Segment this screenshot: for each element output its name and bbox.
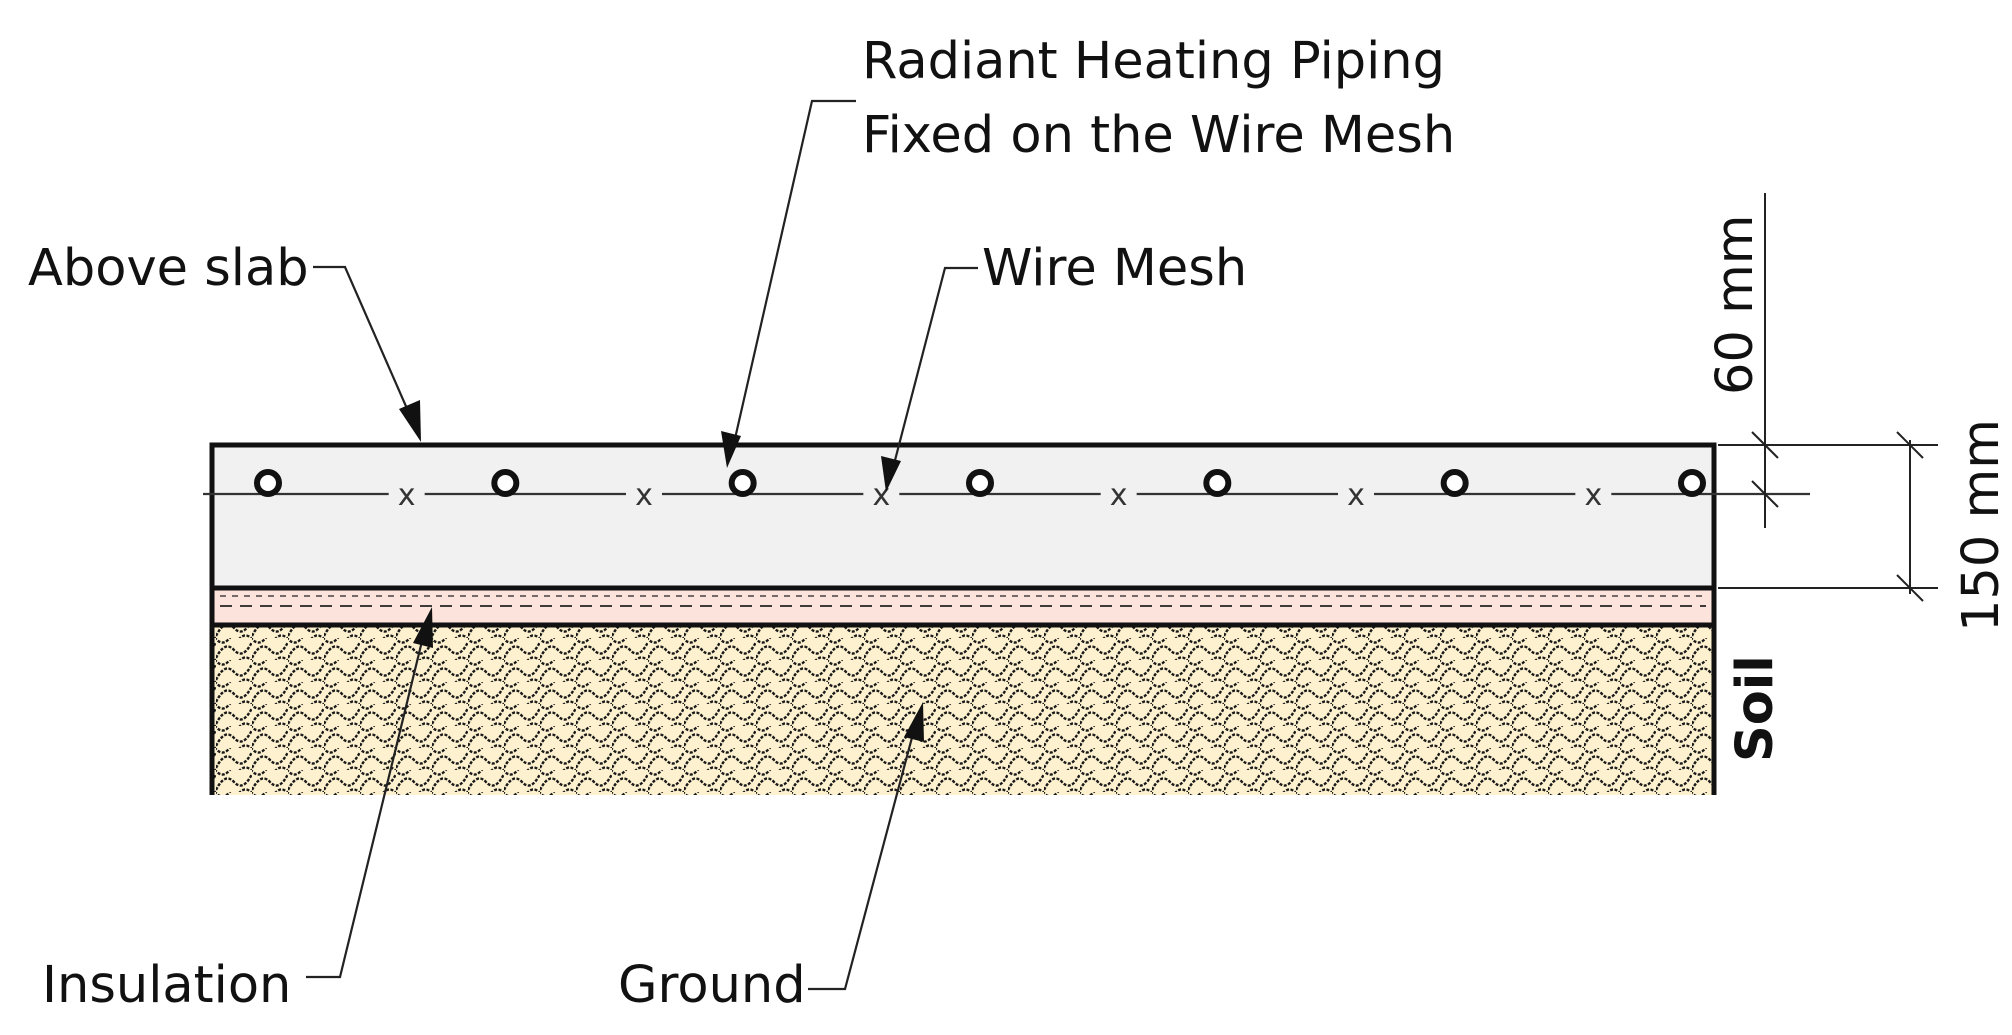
above-slab-arrowhead bbox=[399, 400, 421, 442]
ground-arrowhead bbox=[904, 702, 924, 742]
heating-pipe bbox=[728, 469, 757, 497]
label-ground: Ground bbox=[618, 956, 806, 1015]
wire-mesh-leader bbox=[891, 266, 978, 469]
mesh-marker-gap bbox=[863, 484, 900, 504]
ground-leader bbox=[808, 729, 916, 991]
wire-mesh-arrowhead bbox=[881, 456, 901, 492]
mesh-marker-gap bbox=[388, 484, 425, 504]
heating-pipe bbox=[1440, 469, 1469, 497]
mesh-tie-marker: x bbox=[1347, 478, 1365, 513]
insulation-arrowhead bbox=[413, 607, 433, 648]
heating-pipe bbox=[1678, 469, 1706, 497]
mesh-marker-gap bbox=[1100, 484, 1137, 504]
heating-pipe bbox=[254, 469, 282, 497]
heating-pipe bbox=[1203, 469, 1232, 497]
mesh-tie-marker: x bbox=[1110, 478, 1128, 513]
label-wire-mesh: Wire Mesh bbox=[982, 239, 1247, 298]
heating-pipe bbox=[491, 469, 520, 497]
heating-pipe bbox=[966, 469, 994, 497]
mesh-marker-gap bbox=[1338, 484, 1374, 504]
mesh-marker-gap bbox=[1575, 484, 1612, 504]
label-piping-line2: Fixed on the Wire Mesh bbox=[862, 106, 1455, 165]
label-insulation: Insulation bbox=[42, 956, 291, 1015]
label-above-slab: Above slab bbox=[28, 239, 309, 298]
ground-layer bbox=[212, 625, 1714, 795]
mesh-tie-marker: x bbox=[1584, 478, 1602, 513]
label-soil: Soil bbox=[1726, 655, 1785, 762]
label-dim-60: 60 mm bbox=[1706, 215, 1765, 395]
dim-150-tick-top bbox=[1896, 431, 1924, 459]
mesh-tie-marker: x bbox=[635, 478, 653, 513]
piping-leader bbox=[732, 99, 856, 444]
piping-arrowhead bbox=[721, 431, 741, 468]
mesh-tie-marker: x bbox=[398, 478, 416, 513]
above-slab-leader bbox=[313, 265, 414, 421]
mesh-marker-gap bbox=[626, 484, 662, 504]
insulation-leader bbox=[306, 636, 425, 979]
label-dim-150: 150 mm bbox=[1952, 419, 2011, 632]
concrete-slab bbox=[209, 442, 1717, 591]
dim-60-tick-bottom bbox=[1751, 480, 1779, 508]
heating-pipes bbox=[254, 469, 1706, 497]
label-piping-line1: Radiant Heating Piping bbox=[862, 32, 1445, 91]
dim-150-tick-bottom bbox=[1896, 574, 1924, 602]
dim-60-tick-top bbox=[1751, 431, 1779, 459]
